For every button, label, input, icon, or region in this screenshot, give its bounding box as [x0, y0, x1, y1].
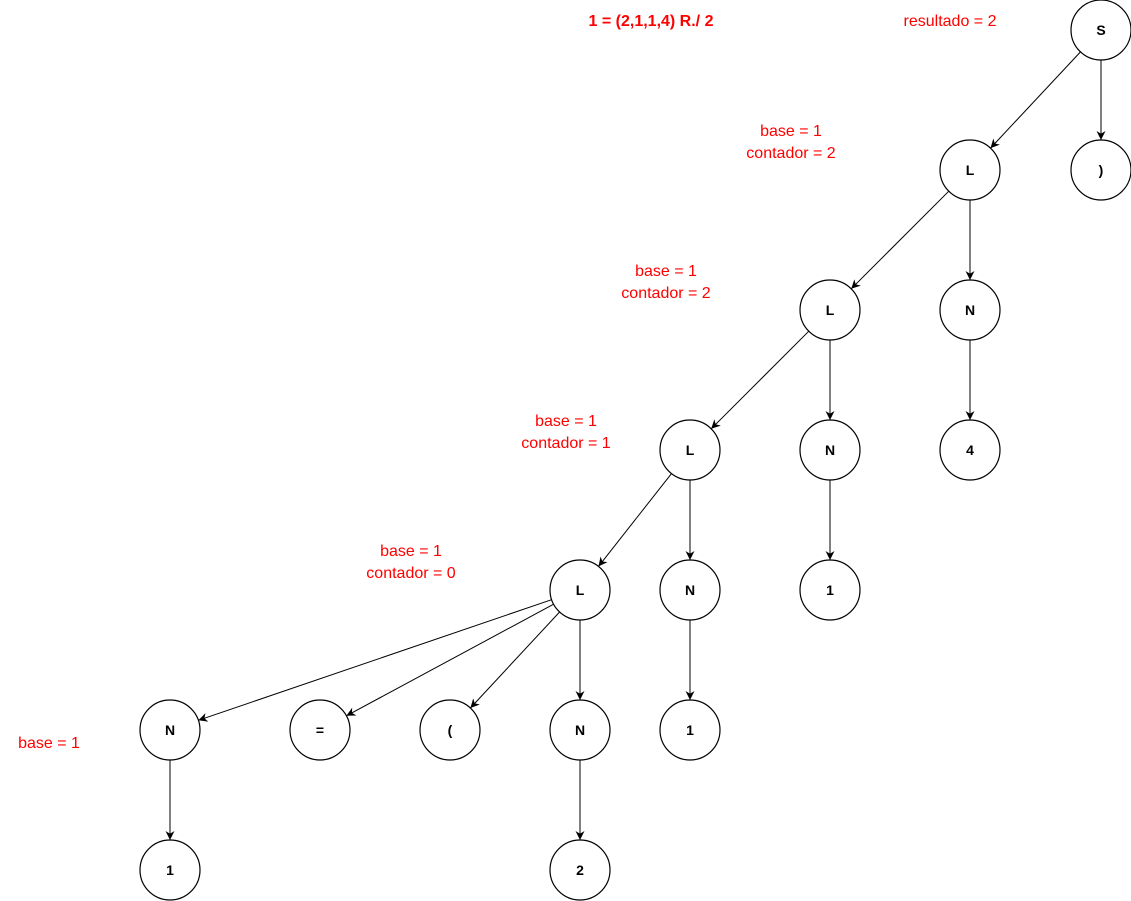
node-label: S	[1096, 22, 1105, 38]
node-label: L	[826, 302, 835, 318]
node-circle	[939, 139, 1001, 201]
node-v4: 4	[939, 419, 1001, 481]
node-v1a: 1	[799, 559, 861, 621]
edge-l2-to-l3	[710, 330, 810, 430]
edge-l3-to-l4	[598, 473, 672, 567]
annotations: base = 1 contador = 2 base = 1 contador = 2…	[18, 123, 836, 752]
result-label: resultado = 2	[904, 13, 997, 30]
node-n2: N	[799, 419, 861, 481]
node-circle	[799, 559, 861, 621]
node-circle	[799, 419, 861, 481]
node-v1c: 1	[139, 839, 201, 901]
node-paren-open: (	[419, 699, 481, 761]
edge-l4-to-n4	[198, 599, 552, 722]
node-label: N	[965, 302, 975, 318]
node-l3: L	[659, 419, 721, 481]
node-n3: N	[659, 559, 721, 621]
node-label: L	[966, 162, 975, 178]
node-l2: L	[799, 279, 861, 341]
annotation-l1-0: base = 1	[760, 123, 822, 140]
node-label: N	[165, 722, 175, 738]
node-circle	[659, 419, 721, 481]
node-label: )	[1099, 162, 1104, 178]
node-label: 1	[166, 862, 174, 878]
node-label: 1	[686, 722, 694, 738]
annotation-n4-0: base = 1	[18, 735, 80, 752]
annotation-l4-0: base = 1	[380, 543, 442, 560]
node-label: 1	[826, 582, 834, 598]
node-label: N	[685, 582, 695, 598]
node-v2: 2	[549, 839, 611, 901]
node-circle	[939, 419, 1001, 481]
node-circle	[549, 839, 611, 901]
node-circle	[939, 279, 1001, 341]
annotation-l1-1: contador = 2	[746, 145, 836, 162]
annotation-l4-1: contador = 0	[366, 565, 456, 582]
node-label: N	[575, 722, 585, 738]
edge-l4-to-eq	[346, 603, 554, 717]
node-label: N	[825, 442, 835, 458]
node-circle	[549, 699, 611, 761]
node-circle	[289, 699, 351, 761]
node-label: L	[686, 442, 695, 458]
node-label: 2	[576, 862, 584, 878]
node-paren-close: )	[1070, 139, 1131, 201]
node-circle	[549, 559, 611, 621]
node-label: =	[316, 722, 324, 738]
node-n4: N	[139, 699, 201, 761]
annotation-l3-0: base = 1	[535, 413, 597, 430]
node-circle	[799, 279, 861, 341]
edges	[165, 51, 1106, 840]
node-circle	[659, 699, 721, 761]
node-circle	[139, 699, 201, 761]
node-circle	[1070, 0, 1131, 61]
annotation-l3-1: contador = 1	[521, 435, 611, 452]
edge-s-to-l1	[990, 51, 1081, 149]
node-eq: =	[289, 699, 351, 761]
annotation-l2-1: contador = 2	[621, 285, 711, 302]
edge-l1-to-l2	[850, 190, 950, 290]
node-label: L	[576, 582, 585, 598]
node-v1b: 1	[659, 699, 721, 761]
node-n5: N	[549, 699, 611, 761]
node-label: 4	[966, 442, 974, 458]
edge-l4-to-paren-open	[470, 611, 560, 709]
node-s: S	[1070, 0, 1131, 61]
node-circle	[1070, 139, 1131, 201]
annotation-l2-0: base = 1	[635, 263, 697, 280]
node-circle	[139, 839, 201, 901]
node-l4: L	[549, 559, 611, 621]
node-circle	[659, 559, 721, 621]
node-l1: L	[939, 139, 1001, 201]
node-label: (	[448, 722, 453, 738]
node-n1: N	[939, 279, 1001, 341]
node-circle	[419, 699, 481, 761]
expression-title: 1 = (2,1,1,4) R./ 2	[589, 13, 714, 30]
